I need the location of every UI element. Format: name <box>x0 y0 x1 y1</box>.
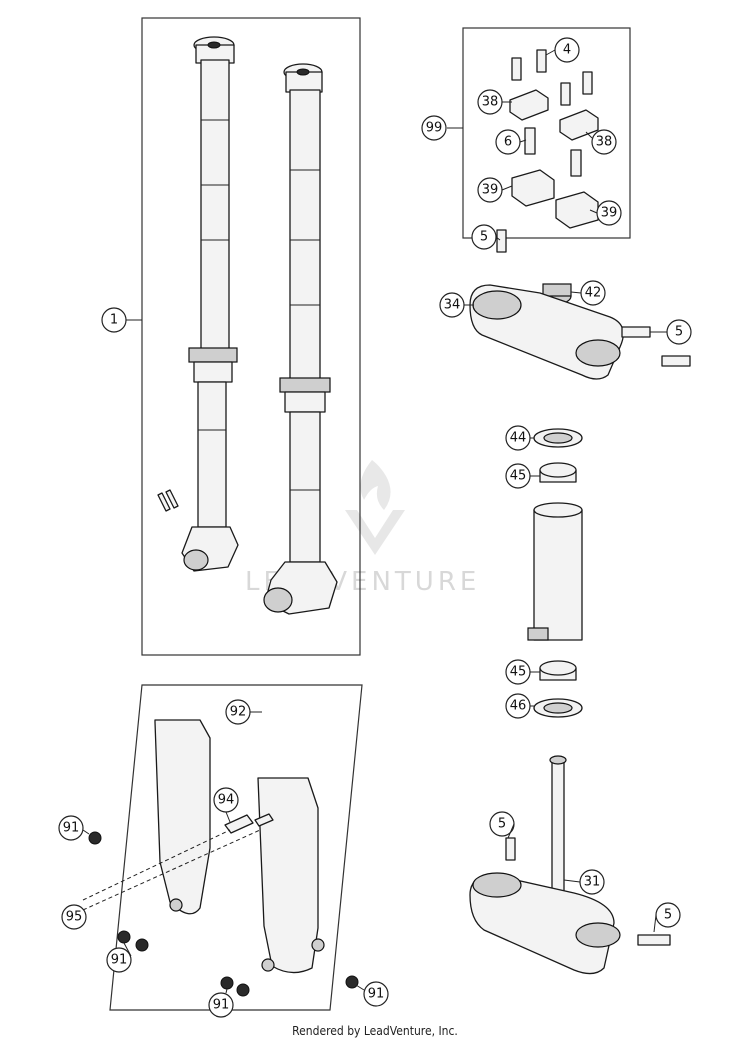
callout-92: 92 <box>225 699 251 725</box>
callout-91-right: 91 <box>363 981 389 1007</box>
svg-text:91: 91 <box>368 987 385 1002</box>
svg-text:5: 5 <box>664 908 672 923</box>
svg-text:99: 99 <box>426 121 443 136</box>
render-credit: Rendered by LeadVenture, Inc. <box>292 1024 458 1038</box>
svg-text:91: 91 <box>213 998 230 1013</box>
fork-assembly-frame <box>141 17 361 656</box>
callout-6: 6 <box>495 129 521 155</box>
callout-38-left: 38 <box>477 89 503 115</box>
callout-1: 1 <box>101 307 127 333</box>
svg-text:45: 45 <box>510 469 527 484</box>
svg-text:38: 38 <box>482 95 499 110</box>
svg-text:4: 4 <box>563 43 571 58</box>
svg-text:39: 39 <box>601 206 618 221</box>
callout-95: 95 <box>61 904 87 930</box>
callout-31: 31 <box>579 869 605 895</box>
svg-text:31: 31 <box>584 875 601 890</box>
callout-34: 34 <box>439 292 465 318</box>
axle-clamp-screws <box>157 489 179 512</box>
callout-99: 99 <box>421 115 447 141</box>
upper-triple-clamp <box>469 229 691 380</box>
callout-45-upper: 45 <box>505 463 531 489</box>
callout-5-right: 5 <box>666 319 692 345</box>
svg-text:45: 45 <box>510 665 527 680</box>
lower-triple-clamp <box>469 755 671 975</box>
callout-5-bottom-right: 5 <box>655 902 681 928</box>
callout-42: 42 <box>580 280 606 306</box>
clamp-kit-parts <box>509 49 599 229</box>
svg-text:5: 5 <box>480 230 488 245</box>
guard-screws <box>82 829 359 997</box>
clamp-kit-frame <box>462 27 631 239</box>
callout-45-lower: 45 <box>505 659 531 685</box>
fork-guards <box>154 719 325 974</box>
svg-text:94: 94 <box>218 793 235 808</box>
svg-text:6: 6 <box>504 135 512 150</box>
svg-text:1: 1 <box>110 313 118 328</box>
svg-text:42: 42 <box>585 286 602 301</box>
callout-91-upper-left: 91 <box>58 815 84 841</box>
svg-text:39: 39 <box>482 183 499 198</box>
svg-text:5: 5 <box>675 325 683 340</box>
callout-91-lower-left: 91 <box>106 947 132 973</box>
callout-38-right: 38 <box>591 129 617 155</box>
callout-94: 94 <box>213 787 239 813</box>
fork-leg-right <box>263 63 338 615</box>
svg-text:5: 5 <box>498 817 506 832</box>
svg-text:95: 95 <box>66 910 83 925</box>
callout-4: 4 <box>554 37 580 63</box>
fork-guard-frame <box>109 684 363 1011</box>
callout-39-left: 39 <box>477 177 503 203</box>
callout-5-top: 5 <box>471 224 497 250</box>
callout-91-bottom: 91 <box>208 992 234 1018</box>
svg-text:91: 91 <box>111 953 128 968</box>
callout-39-right: 39 <box>596 200 622 226</box>
callout-44: 44 <box>505 425 531 451</box>
bearing-parts <box>527 428 583 718</box>
fork-leg-left <box>181 36 239 572</box>
svg-text:38: 38 <box>596 135 613 150</box>
svg-text:44: 44 <box>510 431 527 446</box>
leader-lines <box>82 49 667 994</box>
svg-text:46: 46 <box>510 699 527 714</box>
callout-46: 46 <box>505 693 531 719</box>
svg-text:34: 34 <box>444 298 461 313</box>
svg-text:92: 92 <box>230 705 247 720</box>
svg-text:91: 91 <box>63 821 80 836</box>
